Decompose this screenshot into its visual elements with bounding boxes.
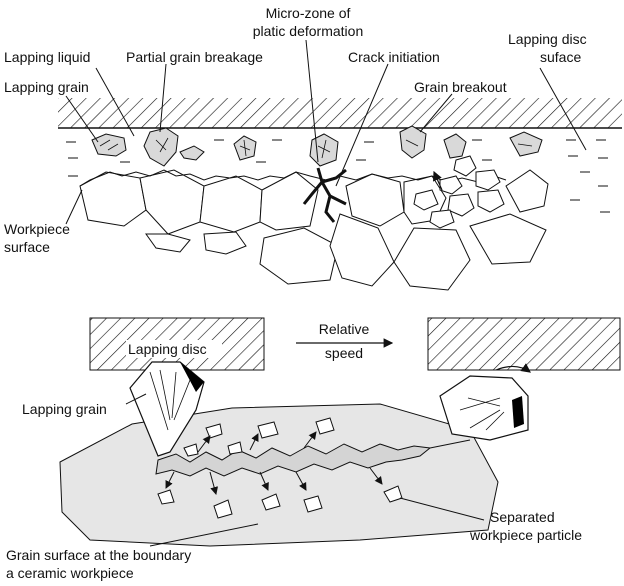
workpiece-grains (79, 169, 549, 291)
lapping-disc-top (58, 98, 622, 128)
grain-cutting-edge-left (180, 362, 204, 392)
label-workpiece-surface-1: Workpiece (4, 221, 70, 237)
label-disc-surface-2: suface (540, 49, 581, 65)
label-relative-speed-1: Relative (319, 321, 370, 337)
label-lapping-grain-bottom: Lapping grain (22, 401, 107, 417)
grain-breakout-arrow (433, 170, 443, 191)
particle-ejection-arrows (165, 431, 383, 495)
separated-particles (157, 417, 403, 519)
label-grain-surface-2: a ceramic workpiece (6, 565, 134, 581)
grain-crack-lines (99, 137, 533, 159)
workpiece-boundary-surface (59, 403, 499, 547)
lapping-disc-label-bg (126, 340, 222, 358)
bottom-leader-lines (125, 393, 485, 547)
label-lapping-liquid: Lapping liquid (4, 49, 90, 65)
workpiece-rough-edge (79, 169, 507, 187)
label-grain-breakout: Grain breakout (414, 79, 507, 95)
grain-facets-left (149, 369, 191, 431)
grain-facets-right (459, 397, 505, 431)
label-separated-particle-2: workpiece particle (469, 527, 582, 543)
lapping-liquid-dashes (66, 139, 610, 213)
top-leader-lines (65, 39, 587, 225)
label-lapping-grain-top: Lapping grain (4, 79, 89, 95)
label-workpiece-surface-2: surface (4, 239, 50, 255)
grain-cutting-edge-right (512, 396, 524, 428)
lapping-grain-right (439, 375, 529, 441)
lapping-disc-right (427, 317, 621, 371)
plastic-deformation-crack (302, 167, 347, 223)
scratch-tail (429, 439, 471, 449)
label-micro-zone-2: platic deformation (253, 23, 364, 39)
breakout-grains (413, 155, 505, 229)
label-disc-surface-1: Lapping disc (508, 31, 587, 47)
lapping-grains-top (91, 125, 543, 167)
label-crack-initiation: Crack initiation (348, 49, 440, 65)
label-separated-particle-1: Separated (490, 509, 555, 525)
scratch-groove (155, 443, 432, 477)
rotation-arrow (495, 363, 531, 373)
label-relative-speed-2: speed (325, 345, 363, 361)
bottom-panel (59, 317, 621, 547)
label-partial-grain-breakage: Partial grain breakage (126, 49, 263, 65)
top-panel (58, 39, 622, 291)
label-grain-surface-1: Grain surface at the boundary (6, 547, 191, 563)
label-micro-zone-1: Micro-zone of (266, 5, 351, 21)
label-lapping-disc: Lapping disc (128, 341, 207, 357)
lapping-grain-left (129, 361, 205, 457)
